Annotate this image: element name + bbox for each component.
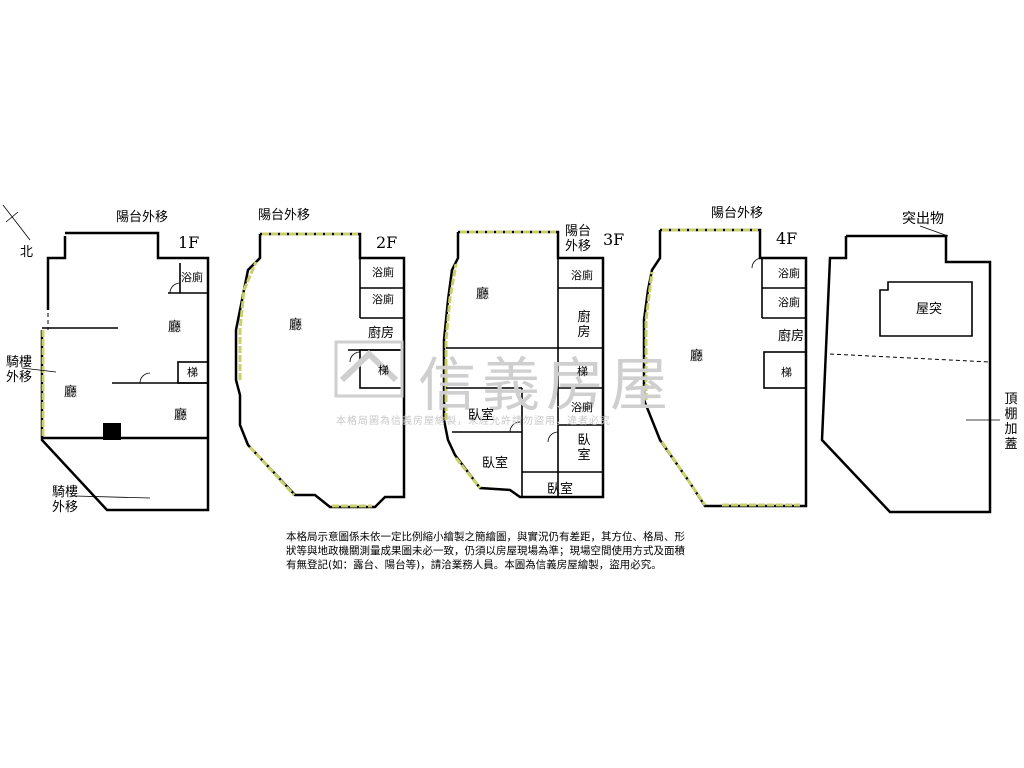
- f3-living-label: 廳: [476, 287, 490, 302]
- f3-bedroom-label-3: 臥室: [482, 456, 509, 471]
- f4-kitchen-label: 廚房: [778, 329, 805, 344]
- f4-balcony-label: 陽台外移: [711, 206, 764, 221]
- f4-floor-name: 4F: [776, 229, 798, 248]
- disclaimer-text: 本格局示意圖係未依一定比例縮小繪製之簡繪圖，與實況仍有差距，其方位、格局、形狀等…: [286, 531, 685, 571]
- floor-3f-plan: [442, 230, 605, 499]
- watermark-brand: 信義房屋: [418, 351, 675, 419]
- roof-penthouse-label: 屋突: [916, 302, 943, 317]
- pillar-icon: [103, 423, 121, 440]
- f1-arcade-side-label: 騎樓外移: [6, 355, 33, 385]
- floor-4f-plan: [642, 228, 808, 508]
- f4-bath-label-2: 浴廁: [778, 296, 800, 309]
- floor-1f-plan: [21, 231, 210, 512]
- f4-stairs-label: 梯: [781, 366, 792, 379]
- f2-balcony-label: 陽台外移: [258, 208, 311, 223]
- watermark-warning: 本格局圖為信義房屋繪製，未經允許請勿盜用，違者必究: [336, 416, 611, 427]
- f3-stairs-label: 梯: [577, 365, 588, 378]
- roof-addition-label: 頂棚加蓋: [1004, 392, 1018, 452]
- f1-stairs-label: 梯: [187, 366, 198, 379]
- f3-bath-label-1: 浴廁: [571, 269, 593, 282]
- f3-bedroom-label-4: 臥室: [547, 482, 574, 497]
- f4-living-label: 廳: [690, 349, 704, 364]
- f2-kitchen-label: 廚房: [368, 326, 395, 341]
- floor-2f-plan: [234, 232, 406, 509]
- f1-balcony-label: 陽台外移: [116, 210, 169, 225]
- north-label: 北: [20, 245, 34, 260]
- f2-bath-label-2: 浴廁: [372, 293, 394, 306]
- f3-bath-label-2: 浴廁: [571, 401, 593, 414]
- f3-bedroom-label-2: 臥室: [577, 433, 591, 463]
- f3-bedroom-label-1: 臥室: [468, 408, 495, 423]
- north-arrow-icon: [2, 204, 31, 241]
- roof-plan: [820, 225, 1000, 514]
- f1-floor-name: 1F: [178, 233, 200, 252]
- f2-living-label: 廳: [289, 318, 303, 333]
- f1-living-label-3: 廳: [174, 408, 188, 423]
- f3-balcony-label: 陽台外移: [565, 224, 592, 254]
- f2-floor-name: 2F: [376, 233, 398, 252]
- f2-stairs-label: 梯: [378, 364, 389, 377]
- f1-arcade-bottom-label: 騎樓外移: [52, 485, 79, 515]
- f1-living-label-2: 廳: [64, 385, 78, 400]
- f1-bath-label: 浴廁: [181, 271, 203, 284]
- f4-bath-label-1: 浴廁: [778, 267, 800, 280]
- f2-bath-label-1: 浴廁: [372, 266, 394, 279]
- f3-kitchen-label: 廚房: [577, 310, 591, 340]
- f1-living-label-1: 廳: [168, 320, 182, 335]
- f3-floor-name: 3F: [603, 230, 625, 249]
- brand-logo-icon: [334, 340, 404, 398]
- roof-title: 突出物: [902, 211, 944, 227]
